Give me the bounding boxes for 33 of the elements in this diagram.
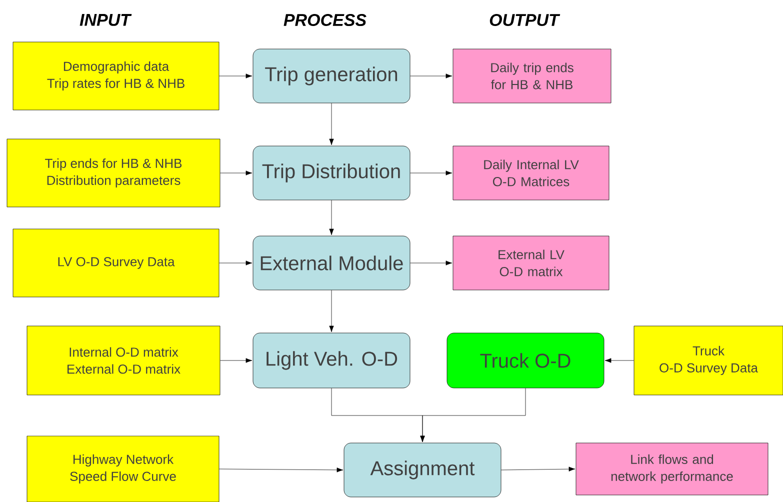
arrow [410,74,452,78]
input-box: Internal O-D matrix External O-D matrix [26,326,220,396]
input-box: LV O-D Survey Data [12,228,220,298]
arrow [329,200,334,236]
arrow [329,103,334,146]
output-box: Daily trip ends for HB & NHB [452,48,612,104]
input-box: Trip ends for HB & NHB Distribution parameters [6,138,220,208]
arrow [220,170,252,176]
column-heading: PROCESS [284,14,366,26]
output-box: External LV O-D matrix [452,236,610,290]
process-box: Trip Distribution [252,146,410,200]
arrow [410,170,452,176]
output-box: Link flows and network performance [576,442,768,496]
process-box: Trip generation [252,48,410,104]
process-box: Assignment [344,442,502,498]
input-box: Truck O-D Survey Data [634,326,783,396]
process-box: Light Veh. O-D [252,332,410,388]
input-box: Highway Network Speed Flow Curve [26,436,220,502]
input-box: Demographic data Trip rates for HB & NHB [12,42,220,110]
arrow [220,358,252,363]
arrow [219,468,344,472]
arrow [329,290,334,332]
arrow [219,74,252,78]
process-box: External Module [252,236,410,290]
output-box: Daily Internal LV O-D Matrices [452,146,610,200]
process-box: Truck O-D [446,332,604,388]
arrow [420,388,526,442]
column-heading: OUTPUT [490,14,560,26]
arrow [501,466,576,472]
column-heading: INPUT [80,14,132,26]
arrow [219,260,252,266]
arrow [410,260,452,266]
arrow [604,358,634,363]
